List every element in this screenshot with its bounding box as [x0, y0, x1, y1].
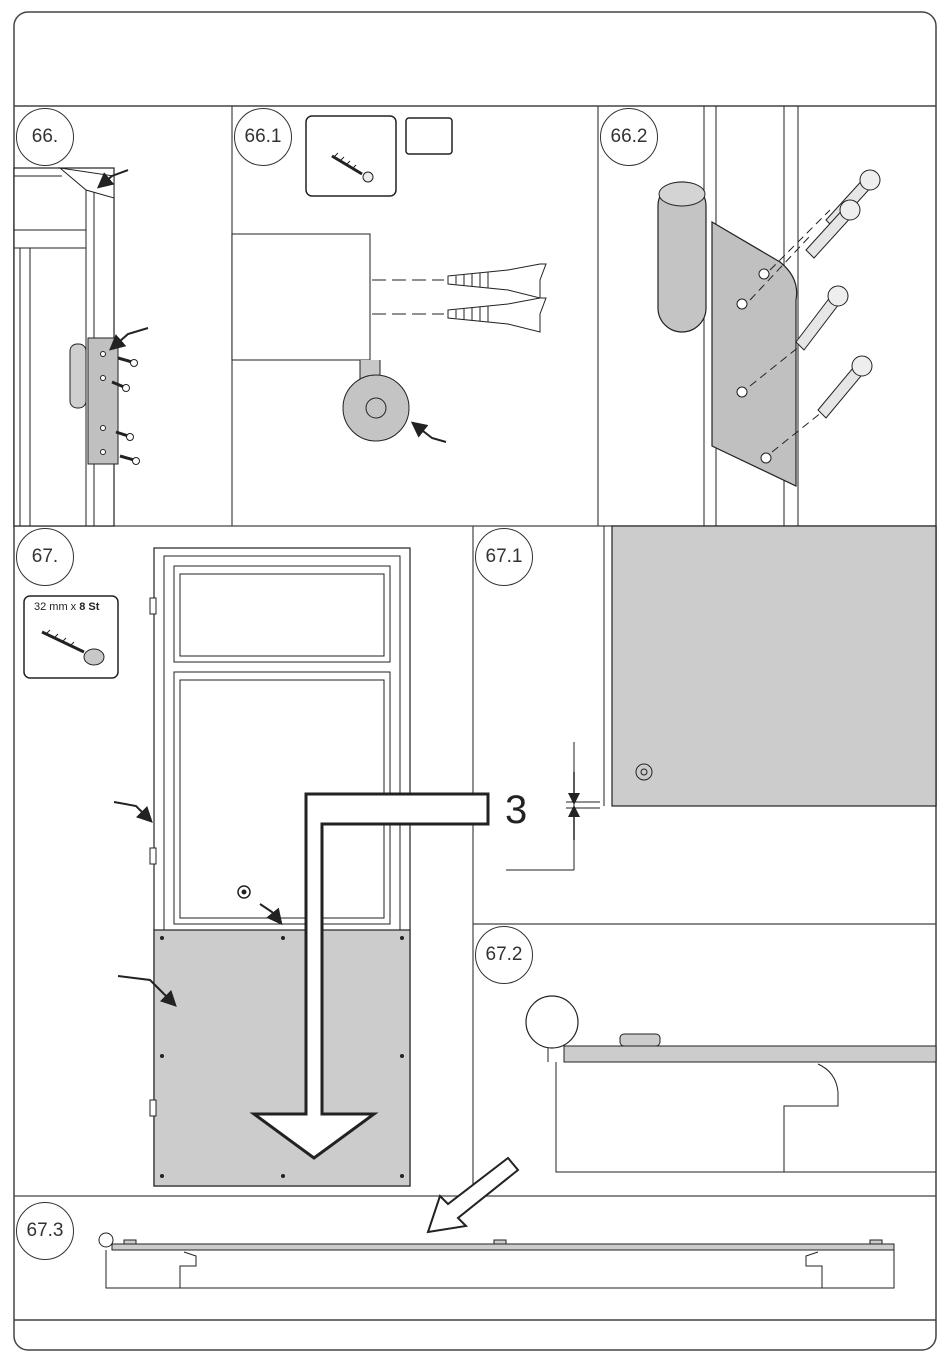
panel-66-2-hinge-closeup	[658, 106, 880, 526]
dimension-value: 3	[505, 788, 527, 833]
screw-size: 32 mm x	[34, 601, 76, 613]
panel-67-door	[114, 548, 410, 1186]
step-label-67-2: 67.2	[475, 926, 533, 984]
step-label-66-2: 66.2	[600, 108, 658, 166]
panel-66-1-hinge-detail	[232, 234, 546, 442]
screw-spec: 32 mm x 8 St	[34, 601, 99, 613]
panel-67-2-profile	[526, 996, 936, 1172]
step-label-66-1: 66.1	[234, 108, 292, 166]
panel-67-1-detail	[506, 526, 936, 870]
step-label-66: 66.	[16, 108, 74, 166]
step-label-67: 67.	[16, 528, 74, 586]
panel-66-1-screw-box	[306, 116, 452, 196]
step-label-67-1: 67.1	[475, 528, 533, 586]
panel-67-3-profile	[99, 1233, 894, 1288]
screw-count: 8 St	[79, 601, 99, 613]
step-label-67-3: 67.3	[16, 1202, 74, 1260]
